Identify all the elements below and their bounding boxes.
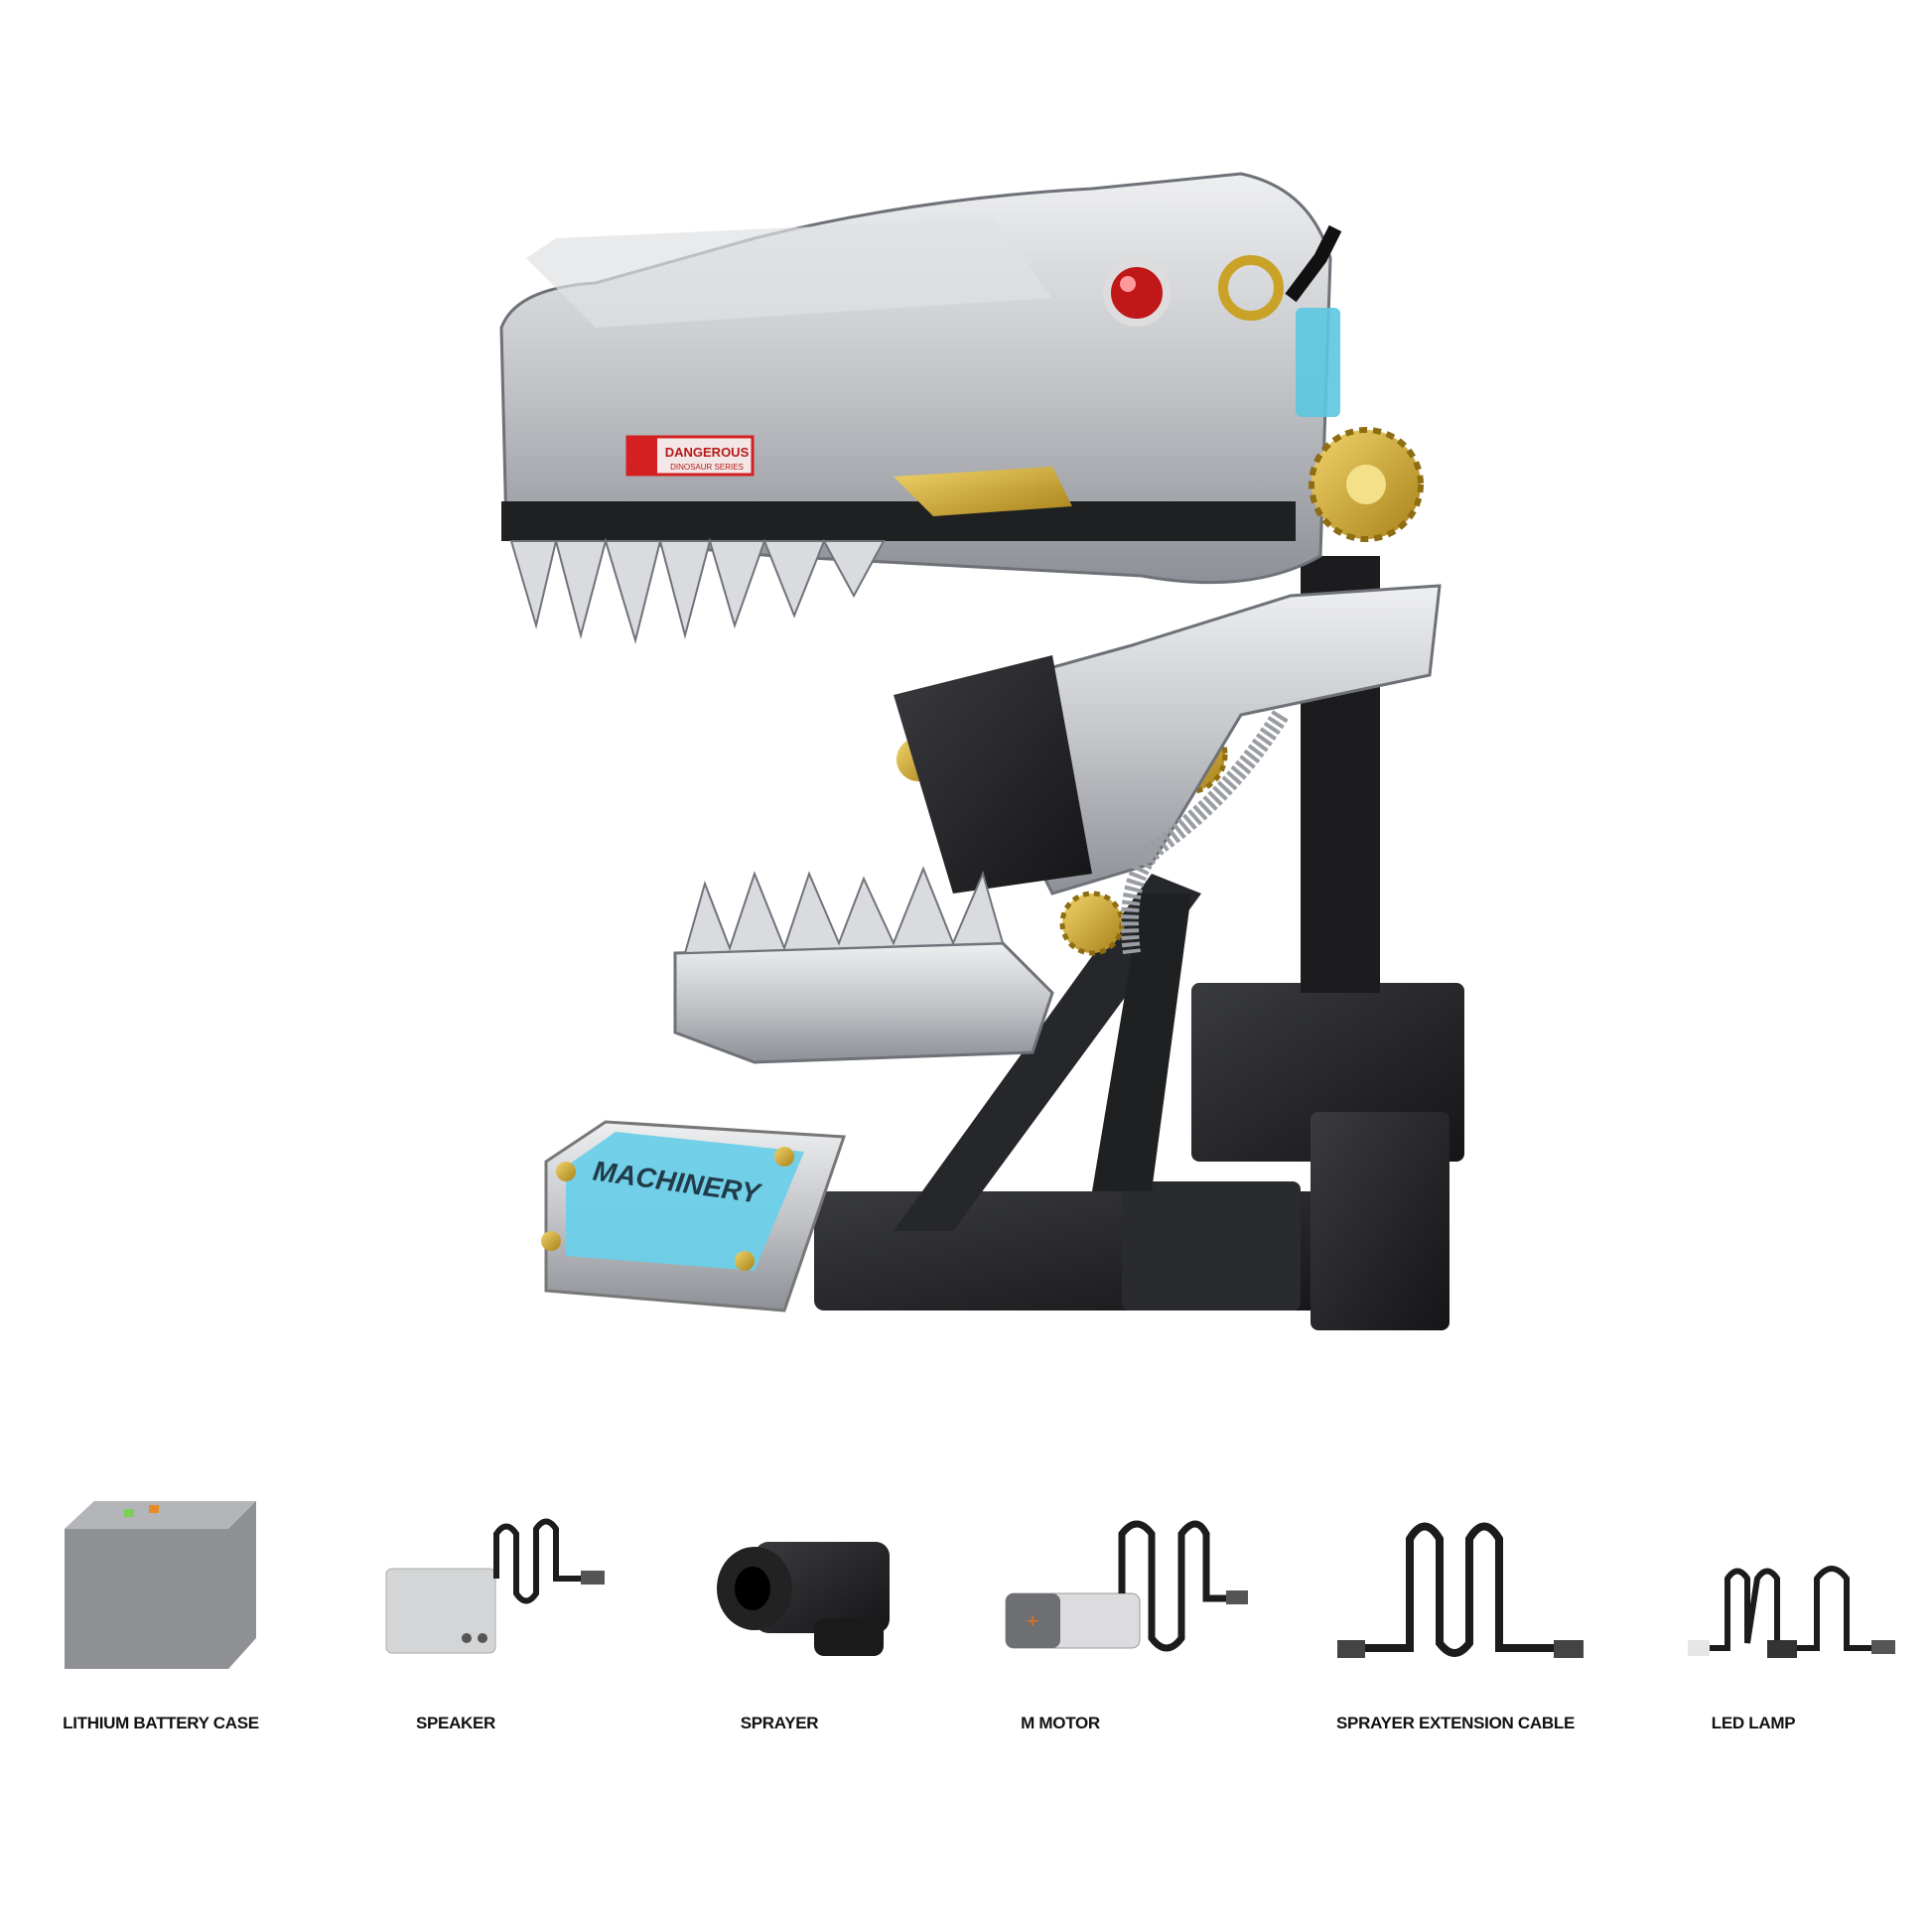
- machinery-plate: MACHINERY: [541, 1120, 847, 1312]
- component-label-battery: LITHIUM BATTERY CASE: [63, 1714, 259, 1732]
- motor-icon: +: [1005, 1520, 1248, 1652]
- component-label-cable: SPRAYER EXTENSION CABLE: [1336, 1714, 1575, 1732]
- component-label-led: LED LAMP: [1711, 1714, 1796, 1732]
- upper-skull: [499, 172, 1342, 585]
- sprayer-icon: [717, 1542, 890, 1656]
- black-stand: [814, 556, 1464, 1330]
- component-label-speaker: SPEAKER: [415, 1714, 496, 1732]
- component-label-motor: M MOTOR: [1021, 1714, 1100, 1732]
- sticker-title: DANGEROUS: [665, 445, 750, 460]
- battery-box-icon: [65, 1501, 256, 1669]
- dangerous-sticker: DANGEROUS DINOSAUR SERIES: [625, 435, 755, 477]
- upper-teeth: [509, 537, 886, 644]
- sticker-subtitle: DINOSAUR SERIES: [670, 463, 744, 472]
- lower-jaw: [673, 584, 1442, 1064]
- cable-icon: [1337, 1522, 1584, 1658]
- svg-text:+: +: [1027, 1608, 1039, 1633]
- speaker-icon: [385, 1518, 605, 1654]
- led-lamp-icon: [1688, 1566, 1895, 1658]
- component-label-sprayer: SPRAYER: [740, 1714, 819, 1732]
